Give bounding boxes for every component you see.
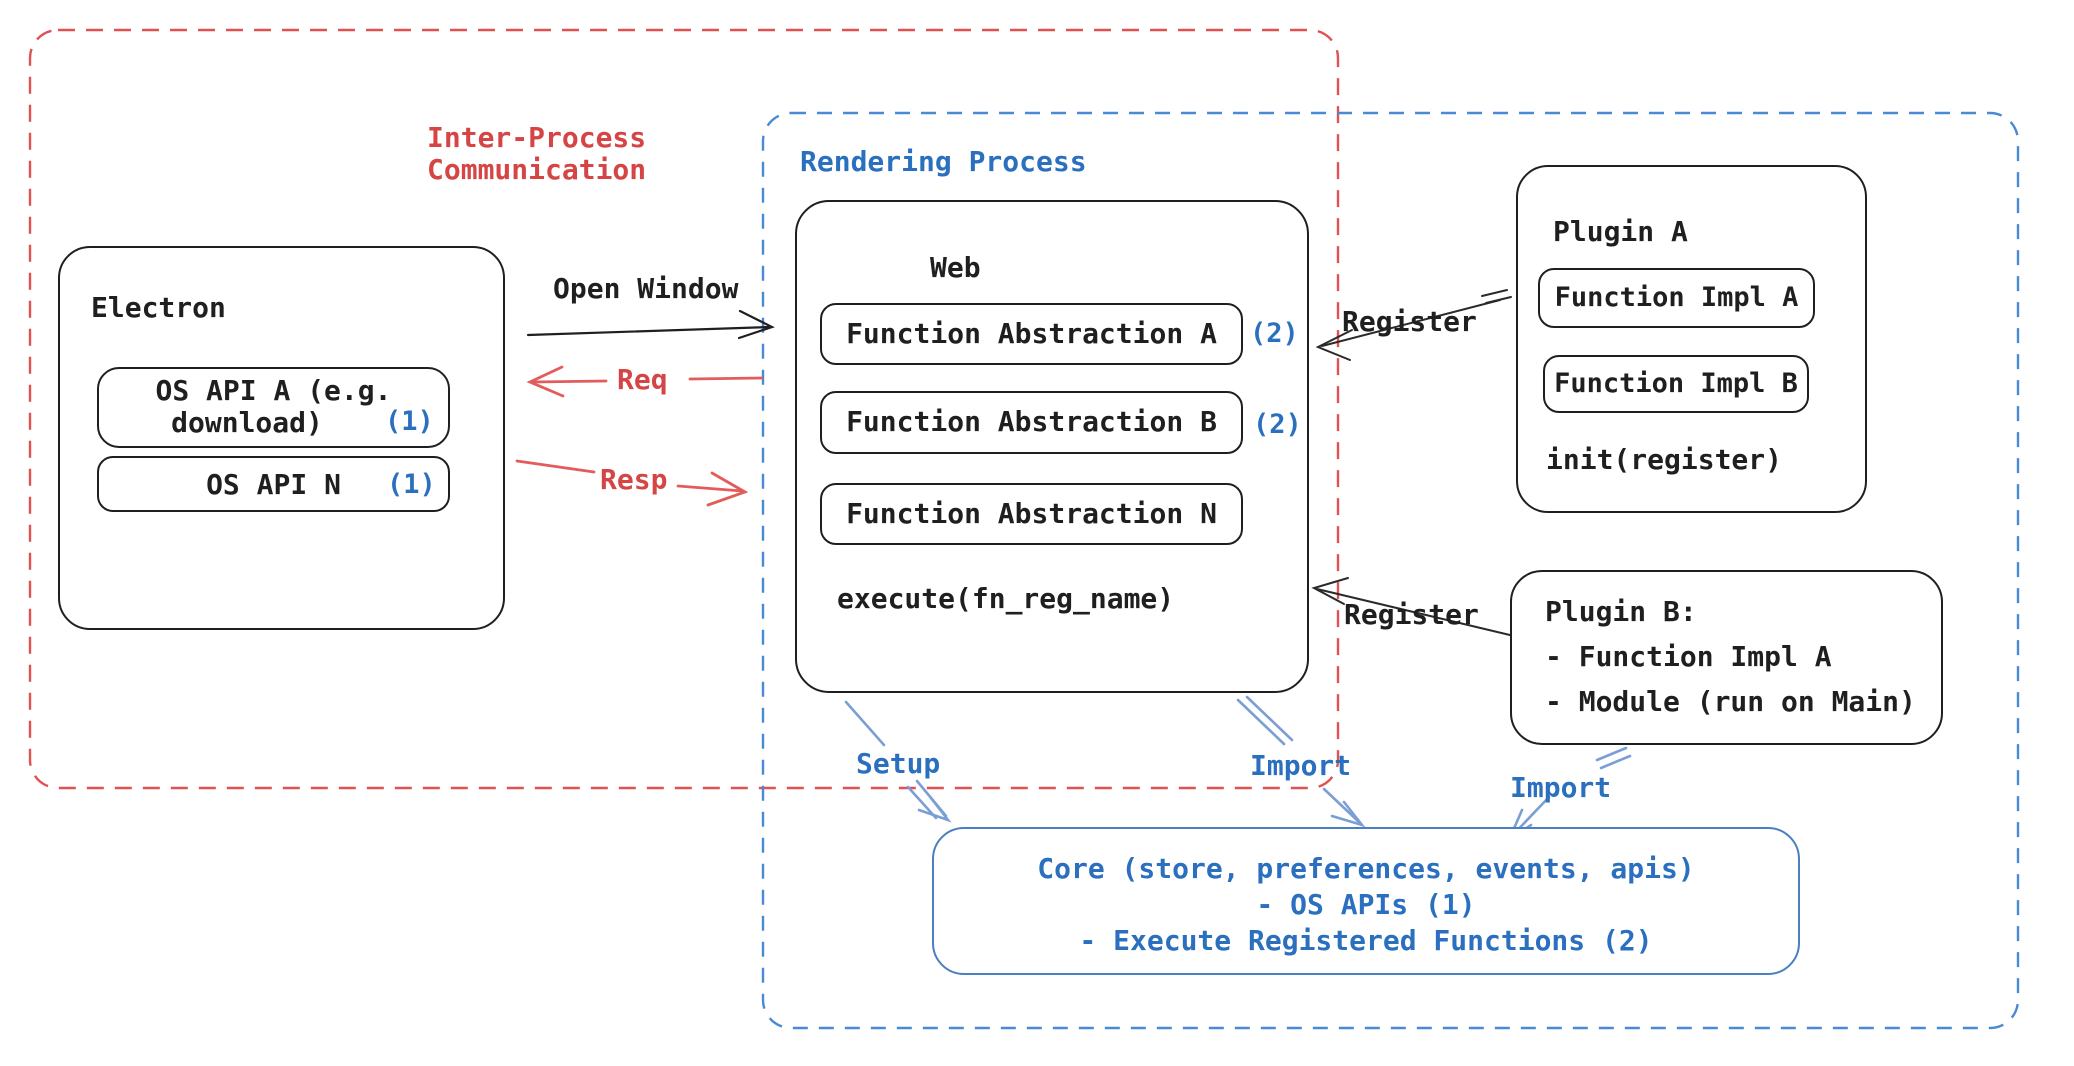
core-line-2: - OS APIs (1) <box>1256 888 1476 921</box>
import-web-label: Import <box>1250 749 1352 782</box>
fn-abstraction-b-label: Function Abstraction B <box>846 405 1217 439</box>
plugin-a-impl-b-box: Function Impl B <box>1543 355 1809 413</box>
fn-abstraction-b-badge: (2) <box>1253 409 1302 440</box>
os-api-n-box <box>97 456 450 512</box>
os-api-n-label: OS API N <box>206 468 341 501</box>
rendering-boundary-outline <box>761 111 2020 1030</box>
register-plugin-b-arrow <box>1311 577 1515 637</box>
plugin-a-impl-a-box: Function Impl A <box>1538 268 1815 328</box>
rendering-boundary-label: Rendering Process <box>800 145 1087 178</box>
plugin-a-title: Plugin A <box>1553 215 1688 248</box>
os-api-a-badge: (1) <box>385 406 434 437</box>
os-api-a-label-line1: OS API A (e.g. <box>155 374 392 407</box>
register-plugin-b-label: Register <box>1344 598 1479 631</box>
plugin-b-item-2: - Module (run on Main) <box>1545 685 1916 718</box>
plugin-a-box <box>1516 165 1867 513</box>
open-window-label: Open Window <box>553 272 739 305</box>
fn-abstraction-n-box: Function Abstraction N <box>820 483 1243 545</box>
fn-abstraction-a-box: Function Abstraction A <box>820 303 1243 365</box>
import-web-arrow <box>1236 695 1366 828</box>
fn-abstraction-b-box: Function Abstraction B <box>820 391 1243 454</box>
core-box <box>932 827 1800 975</box>
os-api-n-badge: (1) <box>387 469 436 500</box>
req-label: Req <box>617 363 668 396</box>
resp-label: Resp <box>600 463 668 496</box>
fn-abstraction-n-label: Function Abstraction N <box>846 496 1217 530</box>
ipc-boundary-outline <box>28 28 1340 790</box>
core-text: Core (store, preferences, events, apis)-… <box>932 851 1800 959</box>
resp-arrow <box>515 459 749 507</box>
web-title: Web <box>930 251 981 284</box>
ipc-label-line1: Inter-Process <box>427 121 647 154</box>
os-api-a-box <box>97 367 450 448</box>
execute-label: execute(fn_reg_name) <box>837 582 1175 615</box>
setup-label: Setup <box>856 747 941 780</box>
plugin-b-item-1: - Function Impl A <box>1545 640 1832 673</box>
ipc-label-line2: Communication <box>427 153 647 187</box>
fn-abstraction-a-label: Function Abstraction A <box>846 316 1217 350</box>
register-plugin-a-label: Register <box>1342 305 1477 338</box>
open-window-arrow <box>526 309 775 340</box>
plugin-b-title: Plugin B: <box>1545 595 1697 628</box>
req-arrow <box>526 365 764 398</box>
register-plugin-a-arrow <box>1315 289 1512 361</box>
import-plugin-b-label: Import <box>1510 771 1612 804</box>
core-line-3: - Execute Registered Functions (2) <box>1079 924 1653 957</box>
fn-abstraction-a-badge: (2) <box>1250 318 1299 349</box>
plugin-a-impl-b-label: Function Impl B <box>1554 368 1798 400</box>
plugin-a-impl-a-label: Function Impl A <box>1554 282 1799 314</box>
plugin-b-box <box>1510 570 1943 745</box>
plugin-a-init-label: init(register) <box>1546 443 1783 476</box>
os-api-a-label-line2: download) <box>171 406 323 439</box>
setup-arrow <box>844 700 952 823</box>
core-line-1: Core (store, preferences, events, apis) <box>1037 852 1695 885</box>
electron-title: Electron <box>91 291 226 324</box>
